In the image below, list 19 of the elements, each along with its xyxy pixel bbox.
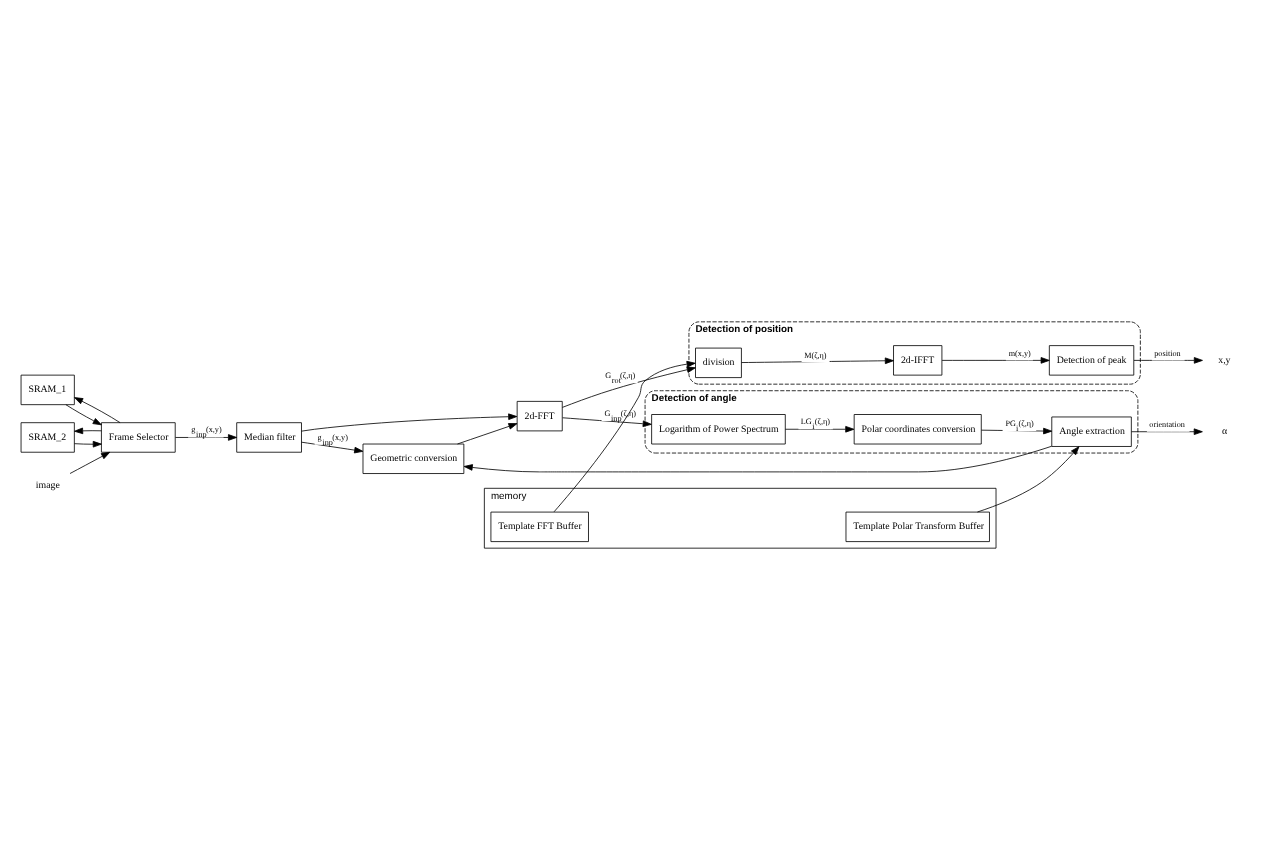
arrow — [301, 440, 364, 453]
arrow — [553, 359, 696, 512]
arrow — [941, 356, 1050, 363]
arrow — [175, 433, 238, 440]
arrow — [65, 403, 102, 425]
arrow — [457, 422, 518, 444]
arrow — [69, 450, 111, 473]
arrow — [463, 444, 1053, 472]
arrow — [981, 426, 1053, 434]
arrow — [977, 445, 1080, 512]
arrow — [1131, 427, 1203, 434]
arrow — [301, 412, 518, 431]
arrow — [741, 356, 894, 364]
arrow — [562, 416, 652, 426]
arrow — [74, 396, 121, 423]
arrow — [74, 439, 102, 447]
arrow — [1133, 356, 1203, 363]
arrow — [74, 426, 102, 434]
arrow — [784, 424, 855, 432]
